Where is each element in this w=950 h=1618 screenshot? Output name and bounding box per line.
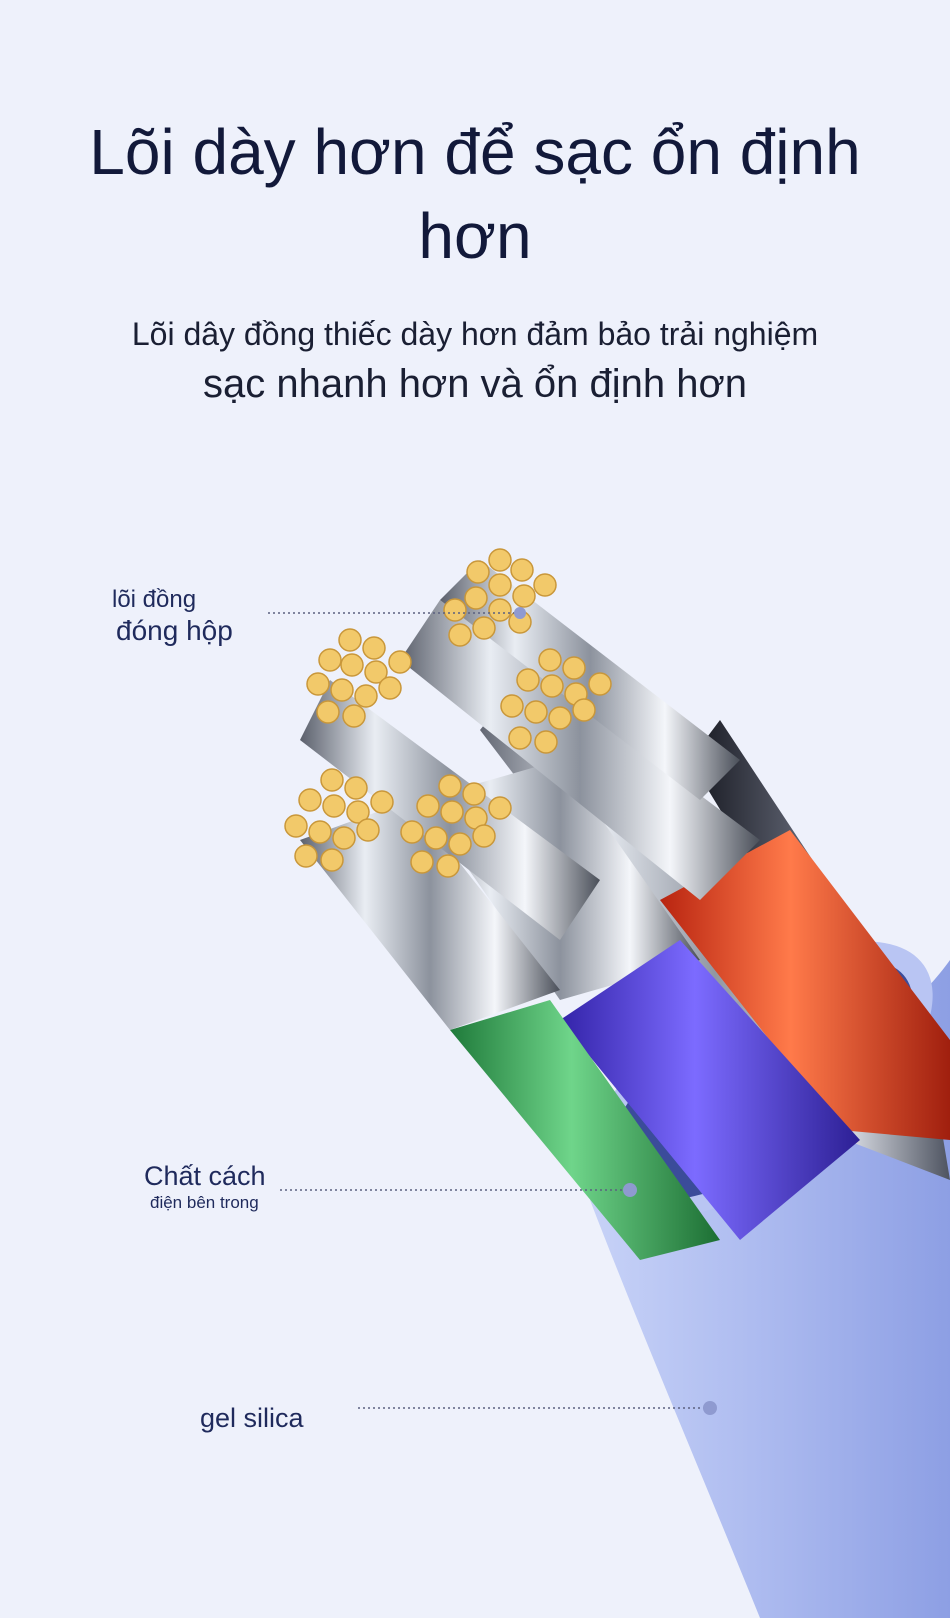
headline-line-1: Lõi dày hơn để sạc ổn định	[89, 116, 861, 188]
subheadline: Lõi dây đồng thiếc dày hơn đảm bảo trải …	[0, 310, 950, 410]
tip-lower-left	[284, 768, 394, 872]
callout-tinned-copper-core: lõi đồng đóng hộp	[112, 586, 233, 648]
callout-silica-gel: gel silica	[200, 1402, 304, 1434]
subheadline-line-1: Lõi dây đồng thiếc dày hơn đảm bảo trải …	[131, 316, 819, 352]
callout-core-line-2: đóng hộp	[116, 615, 233, 646]
subheadline-line-2: sạc nhanh hơn và ổn định hơn	[203, 362, 747, 406]
tip-right	[500, 648, 612, 754]
callout-core-line-1: lõi đồng	[112, 586, 197, 613]
headline: Lõi dày hơn để sạc ổn định hơn	[0, 110, 950, 278]
tip-top	[443, 548, 557, 647]
headline-line-2: hơn	[418, 200, 532, 272]
leader-dot-core	[514, 607, 526, 619]
wire-green	[300, 800, 720, 1260]
leader-lines	[268, 612, 708, 1409]
tip-upper-left	[306, 628, 412, 728]
callout-insulation-line-2: điện bên trong	[150, 1193, 259, 1212]
leader-dot-insulation	[623, 1183, 637, 1197]
callout-inner-insulation: Chất cách điện bên trong	[144, 1160, 266, 1214]
strand-tips	[284, 548, 612, 878]
callout-jacket-line-1: gel silica	[200, 1403, 304, 1433]
tip-lower-middle	[400, 774, 512, 878]
callout-insulation-line-1: Chất cách	[144, 1161, 266, 1191]
leader-dots	[514, 607, 717, 1415]
leader-dot-jacket	[703, 1401, 717, 1415]
